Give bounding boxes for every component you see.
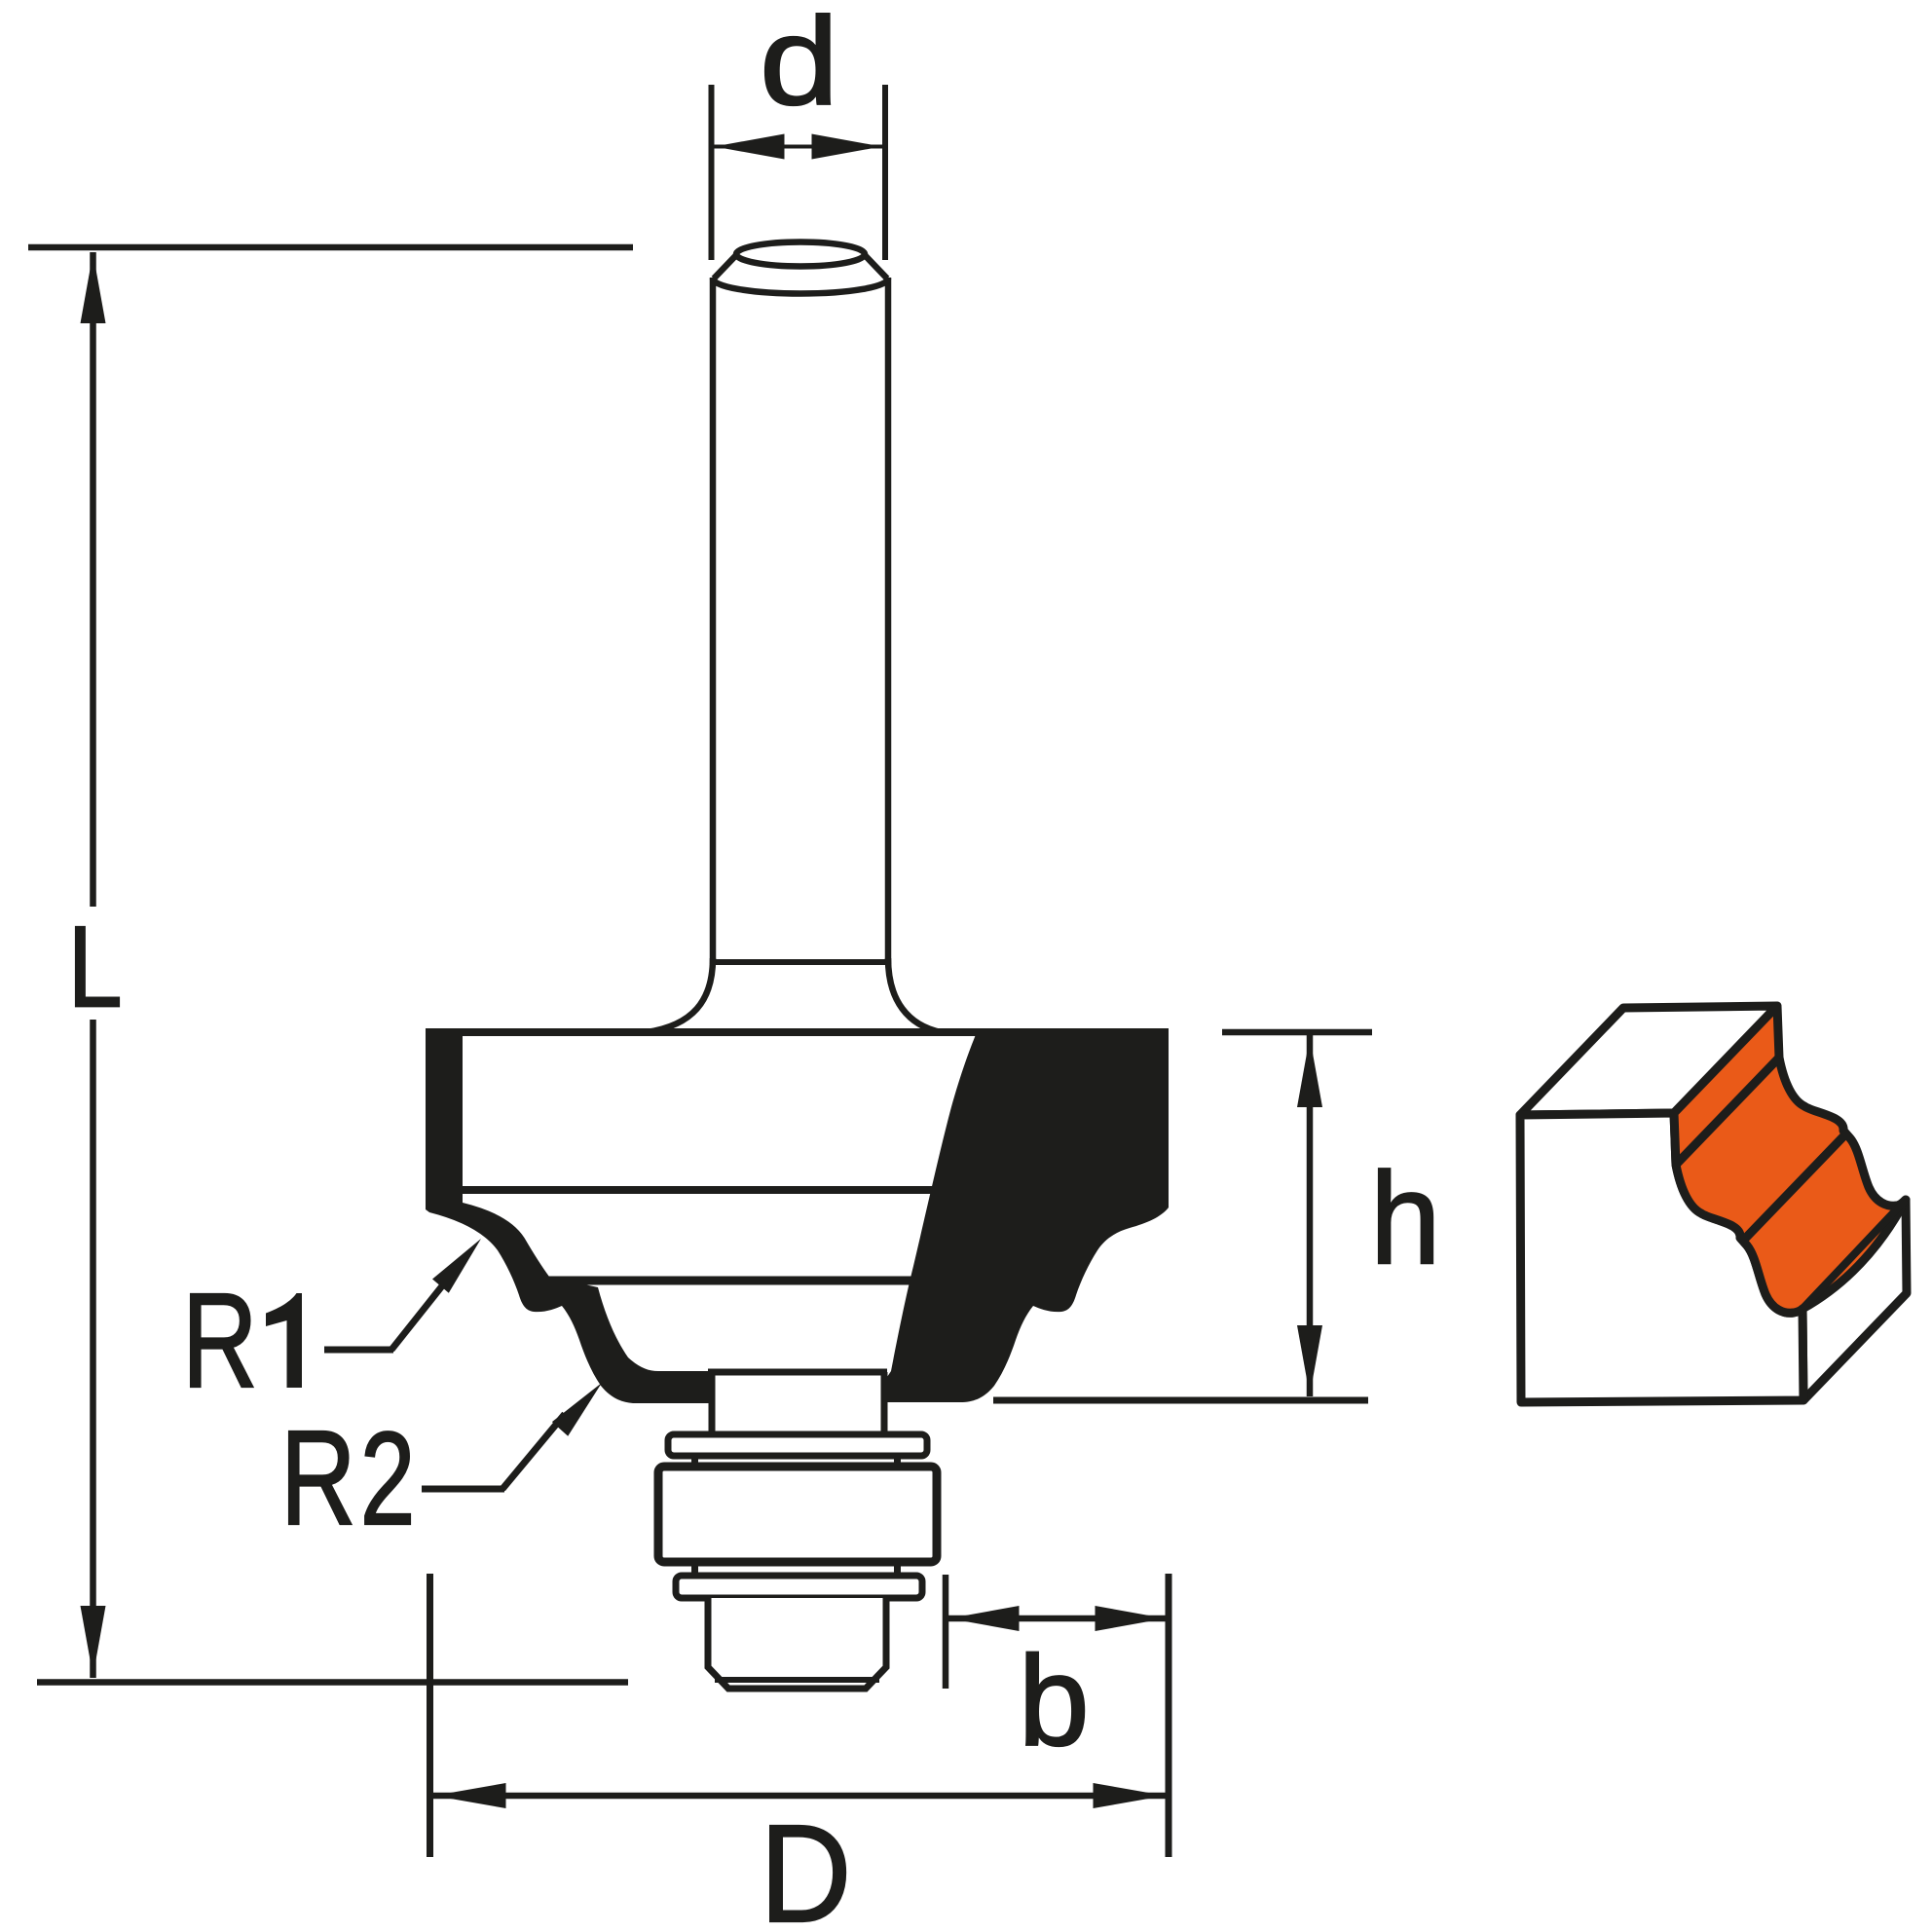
svg-text:h: h xyxy=(1370,1146,1441,1292)
svg-text:L: L xyxy=(67,903,122,1031)
svg-text:R: R xyxy=(280,1403,356,1553)
svg-text:R: R xyxy=(182,1266,258,1416)
svg-text:D: D xyxy=(760,1796,851,1932)
svg-text:d: d xyxy=(760,0,838,131)
svg-text:2: 2 xyxy=(360,1405,416,1553)
svg-text:b: b xyxy=(1019,1629,1090,1772)
